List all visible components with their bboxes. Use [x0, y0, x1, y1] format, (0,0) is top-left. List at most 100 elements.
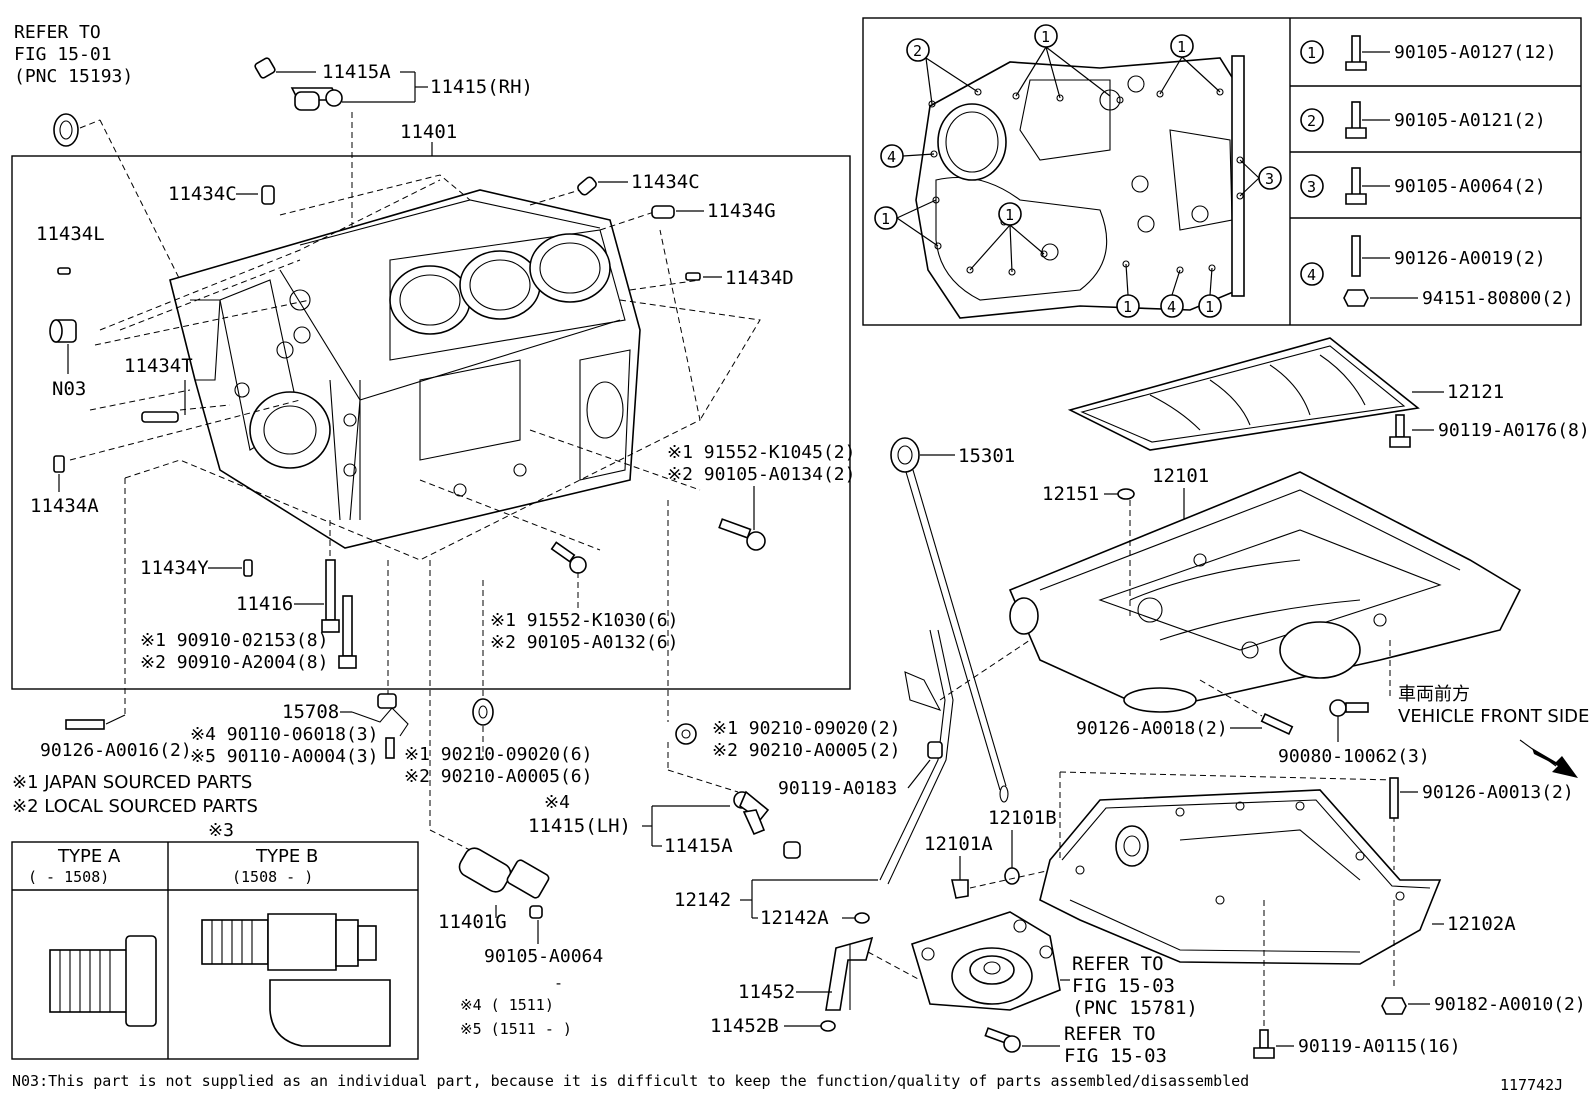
refer-15-03a-3: (PNC 15781) — [1072, 997, 1198, 1019]
bolt-note-10062: 90080-10062(3) — [1278, 746, 1430, 767]
bolt-note-a0183: 90119-A0183 — [778, 778, 897, 799]
label-N03: N03 — [52, 378, 86, 400]
label-11415RH: 11415(RH) — [430, 76, 533, 98]
label-11434Y: 11434Y — [140, 557, 209, 579]
label-11415A-top: 11415A — [322, 61, 391, 83]
bolt-note-0004: ※5 90110-A0004(3) — [190, 746, 378, 767]
legend-part-2: 90105-A0121(2) — [1394, 110, 1546, 131]
label-12151: 12151 — [1042, 483, 1099, 505]
legend-part-1: 90105-A0127(12) — [1394, 42, 1557, 63]
label-11415A-bottom: 11415A — [664, 835, 733, 857]
label-11434C-left: 11434C — [168, 183, 237, 205]
bolt-note-02153: ※1 90910-02153(8) — [140, 630, 328, 651]
refer-line-2: FIG 15-01 — [14, 44, 112, 65]
svg-text:1: 1 — [1177, 38, 1186, 56]
bolt-note-k1030: ※1 91552-K1030(6) — [490, 610, 678, 631]
inset-callout: 1 — [1116, 294, 1140, 318]
footer-note: N03:This part is not supplied as an indi… — [12, 1072, 1249, 1090]
o-ring-icon — [854, 912, 870, 924]
label-12101A: 12101A — [924, 833, 993, 855]
bolt-icon — [984, 1027, 1021, 1053]
inset-callout: 1 — [998, 202, 1022, 226]
timing-cover-drawing — [915, 55, 1245, 319]
date-note-5: ※5 (1511 - ) — [460, 1020, 572, 1038]
bolt-icon — [385, 737, 395, 759]
svg-text:1: 1 — [1123, 298, 1132, 316]
note-3-mark: ※3 — [208, 820, 234, 841]
inset-callout: 4 — [880, 144, 904, 168]
svg-text:1: 1 — [1041, 28, 1050, 46]
label-11434C-right: 11434C — [631, 171, 700, 193]
type-b-range: (1508 - ) — [232, 868, 313, 886]
svg-text:2: 2 — [1307, 112, 1316, 130]
refer-line-3: (PNC 15193) — [14, 66, 133, 87]
svg-text:4: 4 — [887, 148, 896, 166]
pin-icon — [141, 411, 179, 423]
inset-frame — [862, 17, 1582, 326]
bolt-note-06018: ※4 90110-06018(3) — [190, 724, 378, 745]
bolt-icon — [1253, 1029, 1275, 1059]
bolt-icon — [1351, 167, 1361, 197]
label-11401: 11401 — [400, 121, 457, 143]
svg-text:1: 1 — [1307, 44, 1316, 62]
dowel-pin-icon — [261, 185, 275, 205]
type-b-sensor-icon — [201, 913, 391, 1047]
label-11452B: 11452B — [710, 1015, 779, 1037]
refer-15-03a-2: FIG 15-03 — [1072, 975, 1175, 997]
label-11434G: 11434G — [707, 200, 776, 222]
bolt-note-0005-r: ※2 90210-A0005(2) — [712, 740, 900, 761]
bolt-icon — [1329, 699, 1369, 717]
cylinder-block-frame — [11, 155, 851, 690]
inset-callout: 1 — [1170, 34, 1194, 58]
oil-pressure-switch-icon — [254, 57, 343, 111]
label-15301: 15301 — [958, 445, 1015, 467]
legend-row-4: 4 90126-A0019(2) 94151-80800(2) — [1300, 235, 1574, 309]
svg-text:1: 1 — [1205, 298, 1214, 316]
inset-callout: 2 — [906, 38, 930, 62]
label-12142: 12142 — [674, 889, 731, 911]
svg-text:3: 3 — [1265, 170, 1274, 188]
front-direction-arrow-icon — [1519, 739, 1578, 778]
label-11434T: 11434T — [124, 355, 193, 377]
legend-row-2: 2 90105-A0121(2) — [1300, 101, 1546, 139]
label-11401G: 11401G — [438, 911, 507, 933]
bolt-note-a0064: 90105-A0064 — [484, 946, 603, 967]
upper-oil-pan-icon — [1008, 471, 1522, 713]
svg-text:1: 1 — [1005, 206, 1014, 224]
stud-bolt-icon — [1351, 235, 1361, 277]
nut-icon — [1343, 289, 1369, 307]
legend-part-4a: 90126-A0019(2) — [1394, 248, 1546, 269]
washer-icon — [472, 698, 494, 726]
label-12102A: 12102A — [1447, 913, 1516, 935]
refer-15-03a-1: REFER TO — [1072, 953, 1164, 975]
bolt-note-a0134: ※2 90105-A0134(2) — [667, 464, 855, 485]
bolt-icon — [1351, 35, 1361, 65]
bolt-note-a0016: 90126-A0016(2) — [40, 740, 192, 761]
label-11434D: 11434D — [725, 267, 794, 289]
bolt-note-k1045: ※1 91552-K1045(2) — [667, 442, 855, 463]
bolt-note-a0013: 90126-A0013(2) — [1422, 782, 1574, 803]
stud-bolt-icon — [1260, 712, 1294, 736]
oil-pan-baffle-icon — [1067, 337, 1420, 451]
oil-jet-icon — [351, 693, 409, 737]
bolt-note-a0018: 90126-A0018(2) — [1076, 718, 1228, 739]
bushing-icon — [49, 319, 77, 343]
vehicle-front-en: VEHICLE FRONT SIDE — [1398, 706, 1589, 727]
bolt-icon — [1389, 414, 1411, 448]
legend-part-4b: 94151-80800(2) — [1422, 288, 1574, 309]
label-12101: 12101 — [1152, 465, 1209, 487]
bolt-note-a0115: 90119-A0115(16) — [1298, 1036, 1461, 1057]
svg-text:4: 4 — [1167, 298, 1176, 316]
label-11416: 11416 — [236, 593, 293, 615]
inset-callout: 3 — [1258, 166, 1282, 190]
refer-15-03b-2: FIG 15-03 — [1064, 1045, 1167, 1067]
main-bearing-bolt-icon — [321, 559, 357, 669]
type-table-frame — [11, 841, 419, 1060]
bolt-icon — [718, 518, 766, 551]
label-12121: 12121 — [1447, 381, 1504, 403]
label-11434A: 11434A — [30, 495, 99, 517]
legend-row-3: 3 90105-A0064(2) — [1300, 167, 1546, 205]
label-12142A: 12142A — [760, 907, 829, 929]
sourcing-note-japan: ※1 JAPAN SOURCED PARTS — [12, 772, 252, 793]
